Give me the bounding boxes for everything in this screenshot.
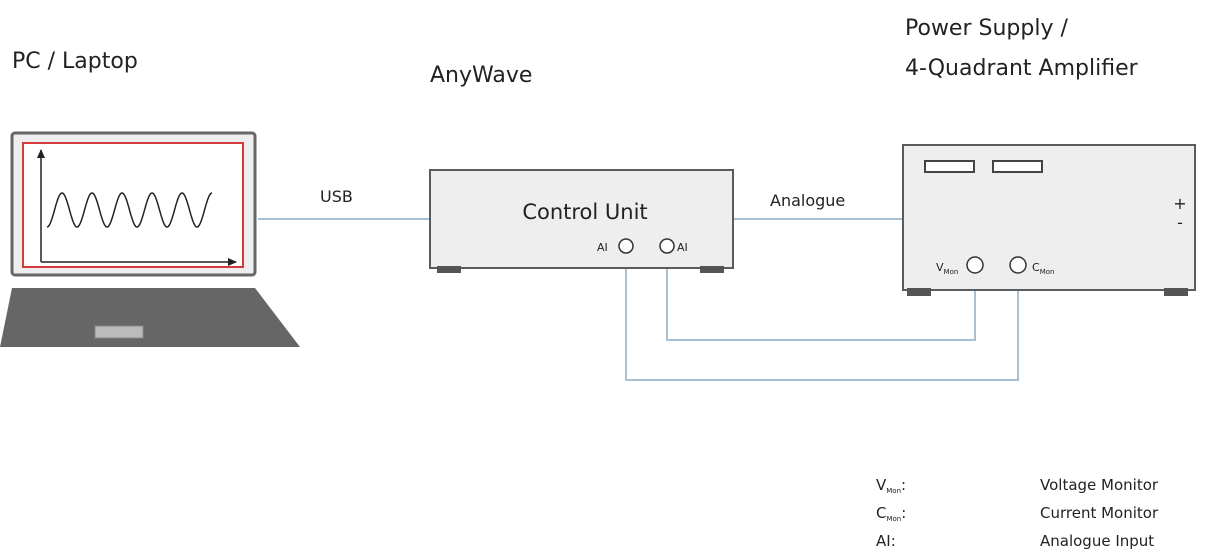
power-supply-foot-right <box>1164 288 1188 296</box>
legend-row-cmon: CMon: Current Monitor <box>876 504 1159 523</box>
legend-colon: : <box>891 532 896 550</box>
screen-x-arrow <box>228 258 237 266</box>
legend-term-main: C <box>876 504 886 522</box>
control-unit-label: Control Unit <box>522 200 647 224</box>
legend-term-cmon: CMon: <box>876 504 906 523</box>
ai-port-label-2: AI <box>677 241 688 254</box>
cmon-wire <box>625 256 1019 381</box>
vmon-wire <box>666 256 976 341</box>
heading-anywave: AnyWave <box>430 63 532 88</box>
legend-term-sub: Mon <box>886 487 901 495</box>
heading-power-supply: Power Supply / <box>905 16 1068 41</box>
legend-colon: : <box>901 476 906 494</box>
legend-colon: : <box>901 504 906 522</box>
legend-row-ai: AI: Analogue Input <box>876 532 1154 550</box>
plus-terminal-label: + <box>1173 194 1186 213</box>
laptop-icon <box>0 131 300 347</box>
power-supply: + - VMon CMon <box>902 144 1196 296</box>
cmon-sub: Mon <box>1040 268 1055 276</box>
ai-port-label-1: AI <box>597 241 608 254</box>
ai-port-1 <box>618 238 634 254</box>
cmon-label: CMon <box>1032 261 1054 276</box>
legend-term-main: V <box>876 476 887 494</box>
legend-desc-vmon: Voltage Monitor <box>1040 476 1159 494</box>
power-supply-foot-left <box>907 288 931 296</box>
power-supply-display-1 <box>924 160 975 173</box>
cmon-port <box>1009 256 1027 274</box>
vmon-label: VMon <box>936 261 958 276</box>
ai-port-2 <box>659 238 675 254</box>
analogue-label: Analogue <box>770 191 845 210</box>
heading-4q-amplifier: 4-Quadrant Amplifier <box>905 56 1139 81</box>
minus-terminal-label: - <box>1177 213 1183 232</box>
control-unit-box <box>429 169 734 269</box>
power-supply-display-2 <box>992 160 1043 173</box>
legend-term-ai: AI: <box>876 532 896 550</box>
legend-desc-ai: Analogue Input <box>1040 532 1154 550</box>
control-unit: Control Unit AI AI <box>429 169 734 273</box>
heading-pc-laptop: PC / Laptop <box>12 49 138 74</box>
legend: VMon: Voltage Monitor CMon: Current Moni… <box>876 476 1159 550</box>
legend-term-sub: Mon <box>886 515 901 523</box>
control-unit-foot-left <box>437 266 461 273</box>
legend-term-main: AI <box>876 532 891 550</box>
cmon-main: C <box>1032 261 1040 274</box>
usb-label: USB <box>320 187 353 206</box>
wires <box>258 218 1019 381</box>
vmon-main: V <box>936 261 944 274</box>
screen-sine-wave <box>46 192 213 228</box>
control-unit-foot-right <box>700 266 724 273</box>
laptop-touchpad <box>94 325 144 339</box>
legend-term-vmon: VMon: <box>876 476 906 495</box>
vmon-sub: Mon <box>944 268 959 276</box>
laptop-base <box>0 288 300 347</box>
vmon-port <box>966 256 984 274</box>
legend-desc-cmon: Current Monitor <box>1040 504 1159 522</box>
legend-row-vmon: VMon: Voltage Monitor <box>876 476 1159 495</box>
screen-y-arrow <box>37 149 45 158</box>
